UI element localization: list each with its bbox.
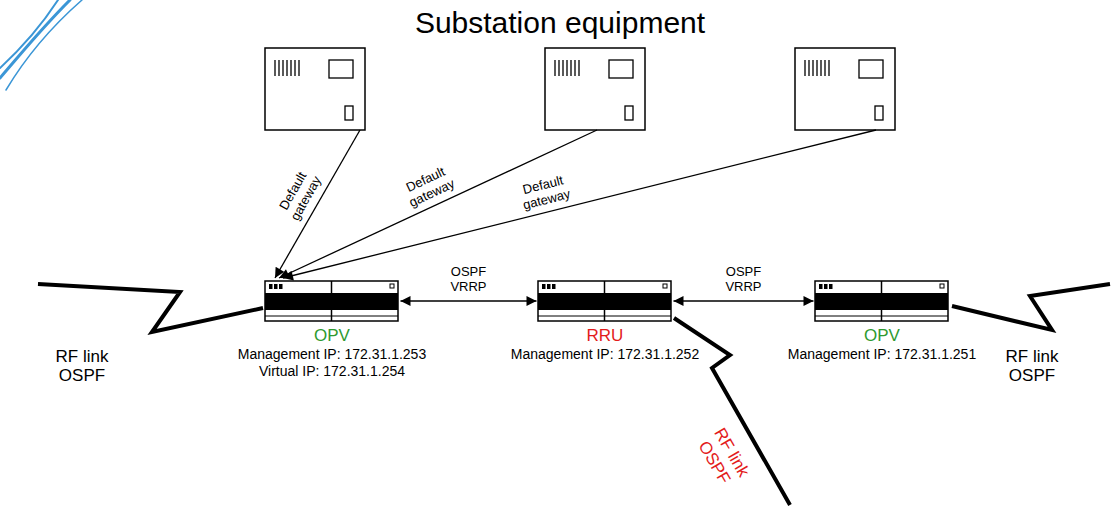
diagram-title: Substation equipment [300, 6, 820, 41]
equipment-box [265, 48, 365, 130]
link-arrow [400, 300, 536, 302]
link-label: OSPF VRRP [718, 265, 768, 295]
link-label: OSPF VRRP [443, 265, 493, 295]
equipment-box [545, 48, 645, 130]
radio-unit-icon [814, 280, 949, 322]
ip-address: Management IP: 172.31.1.252 [511, 346, 699, 363]
radio-unit: RRUManagement IP: 172.31.1.252 [511, 280, 699, 363]
radio-unit-icon [537, 280, 672, 322]
gateway-wire [275, 130, 876, 278]
link-arrow [673, 300, 813, 302]
gateway-label: Default gateway [272, 161, 329, 230]
unit-name: OPV [238, 326, 426, 346]
unit-name: RRU [511, 326, 699, 346]
ip-address: Management IP: 172.31.1.253 [238, 346, 426, 363]
rf-link-label: RF link OSPF [686, 413, 760, 502]
gateway-label: Default gateway [511, 171, 578, 215]
rf-link-label: RF link OSPF [42, 347, 122, 386]
radio-unit-icon [264, 280, 399, 322]
ip-address: Management IP: 172.31.1.251 [788, 346, 976, 363]
ip-address: Virtual IP: 172.31.1.254 [238, 363, 426, 380]
rf-link-label: RF link OSPF [992, 347, 1072, 386]
decor-swoosh [0, 0, 82, 90]
radio-unit: OPVManagement IP: 172.31.1.253Virtual IP… [238, 280, 426, 380]
equipment-box [795, 48, 895, 130]
radio-unit: OPVManagement IP: 172.31.1.251 [788, 280, 976, 363]
gateway-label: Default gateway [395, 160, 464, 214]
unit-name: OPV [788, 326, 976, 346]
